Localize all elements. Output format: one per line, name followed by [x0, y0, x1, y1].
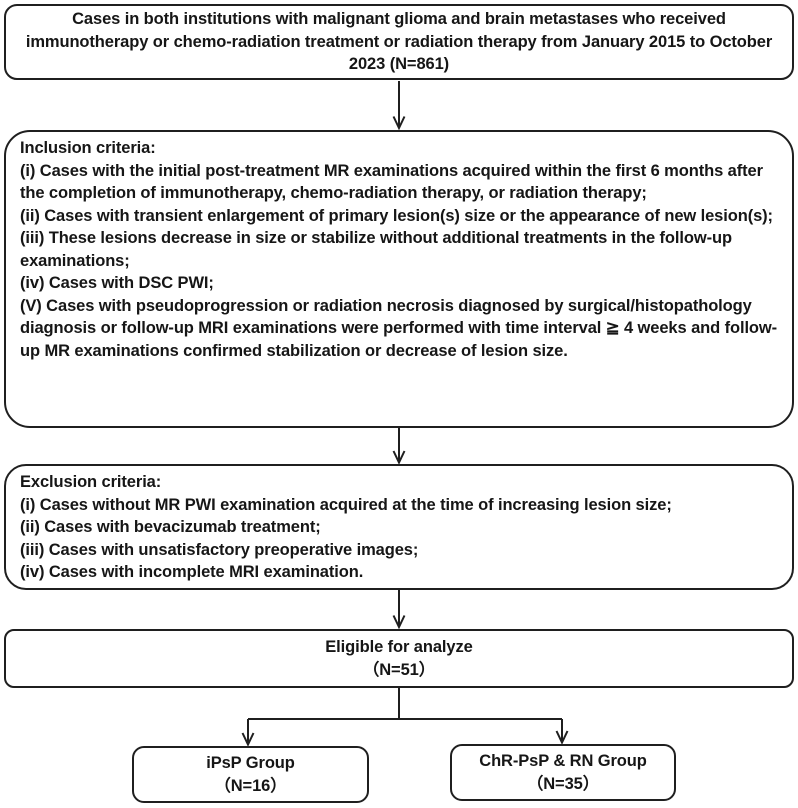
ipsp-group-label: iPsP Group — [206, 754, 295, 772]
inclusion-title: Inclusion criteria: — [20, 139, 156, 157]
ipsp-group-box: iPsP Group （N=16） — [132, 746, 369, 803]
population-box: Cases in both institutions with malignan… — [4, 4, 794, 80]
chr-psp-rn-group-count: （N=35） — [526, 774, 600, 793]
inclusion-item-1: (i) Cases with the initial post-treatmen… — [20, 161, 763, 203]
chr-psp-rn-group-label: ChR-PsP & RN Group — [479, 752, 647, 770]
eligible-count: （N=51） — [362, 660, 436, 679]
inclusion-item-5: (V) Cases with pseudoprogression or radi… — [20, 296, 778, 360]
population-text: Cases in both institutions with malignan… — [25, 10, 773, 74]
exclusion-item-4: (iv) Cases with incomplete MRI examinati… — [20, 563, 364, 581]
arrow-top-to-inclusion — [392, 81, 406, 131]
eligible-box: Eligible for analyze （N=51） — [4, 629, 794, 688]
chr-psp-rn-group-box: ChR-PsP & RN Group （N=35） — [450, 744, 676, 801]
inclusion-criteria-box: Inclusion criteria: (i) Cases with the i… — [4, 130, 794, 428]
exclusion-item-1: (i) Cases without MR PWI examination acq… — [20, 495, 672, 514]
eligible-label: Eligible for analyze — [325, 638, 473, 656]
inclusion-item-4: (iv) Cases with DSC PWI; — [20, 274, 214, 292]
inclusion-item-3: (iii) These lesions decrease in size or … — [20, 229, 732, 270]
exclusion-item-3: (iii) Cases with unsatisfactory preopera… — [20, 540, 419, 559]
arrow-exclusion-to-eligible — [392, 589, 406, 630]
branch-connector — [241, 687, 569, 747]
ipsp-group-count: （N=16） — [214, 776, 287, 795]
inclusion-item-2: (ii) Cases with transient enlargement of… — [20, 206, 773, 225]
exclusion-criteria-box: Exclusion criteria: (i) Cases without MR… — [4, 464, 794, 590]
exclusion-title: Exclusion criteria: — [20, 473, 162, 491]
arrow-inclusion-to-exclusion — [392, 427, 406, 465]
exclusion-item-2: (ii) Cases with bevacizumab treatment; — [20, 518, 321, 536]
